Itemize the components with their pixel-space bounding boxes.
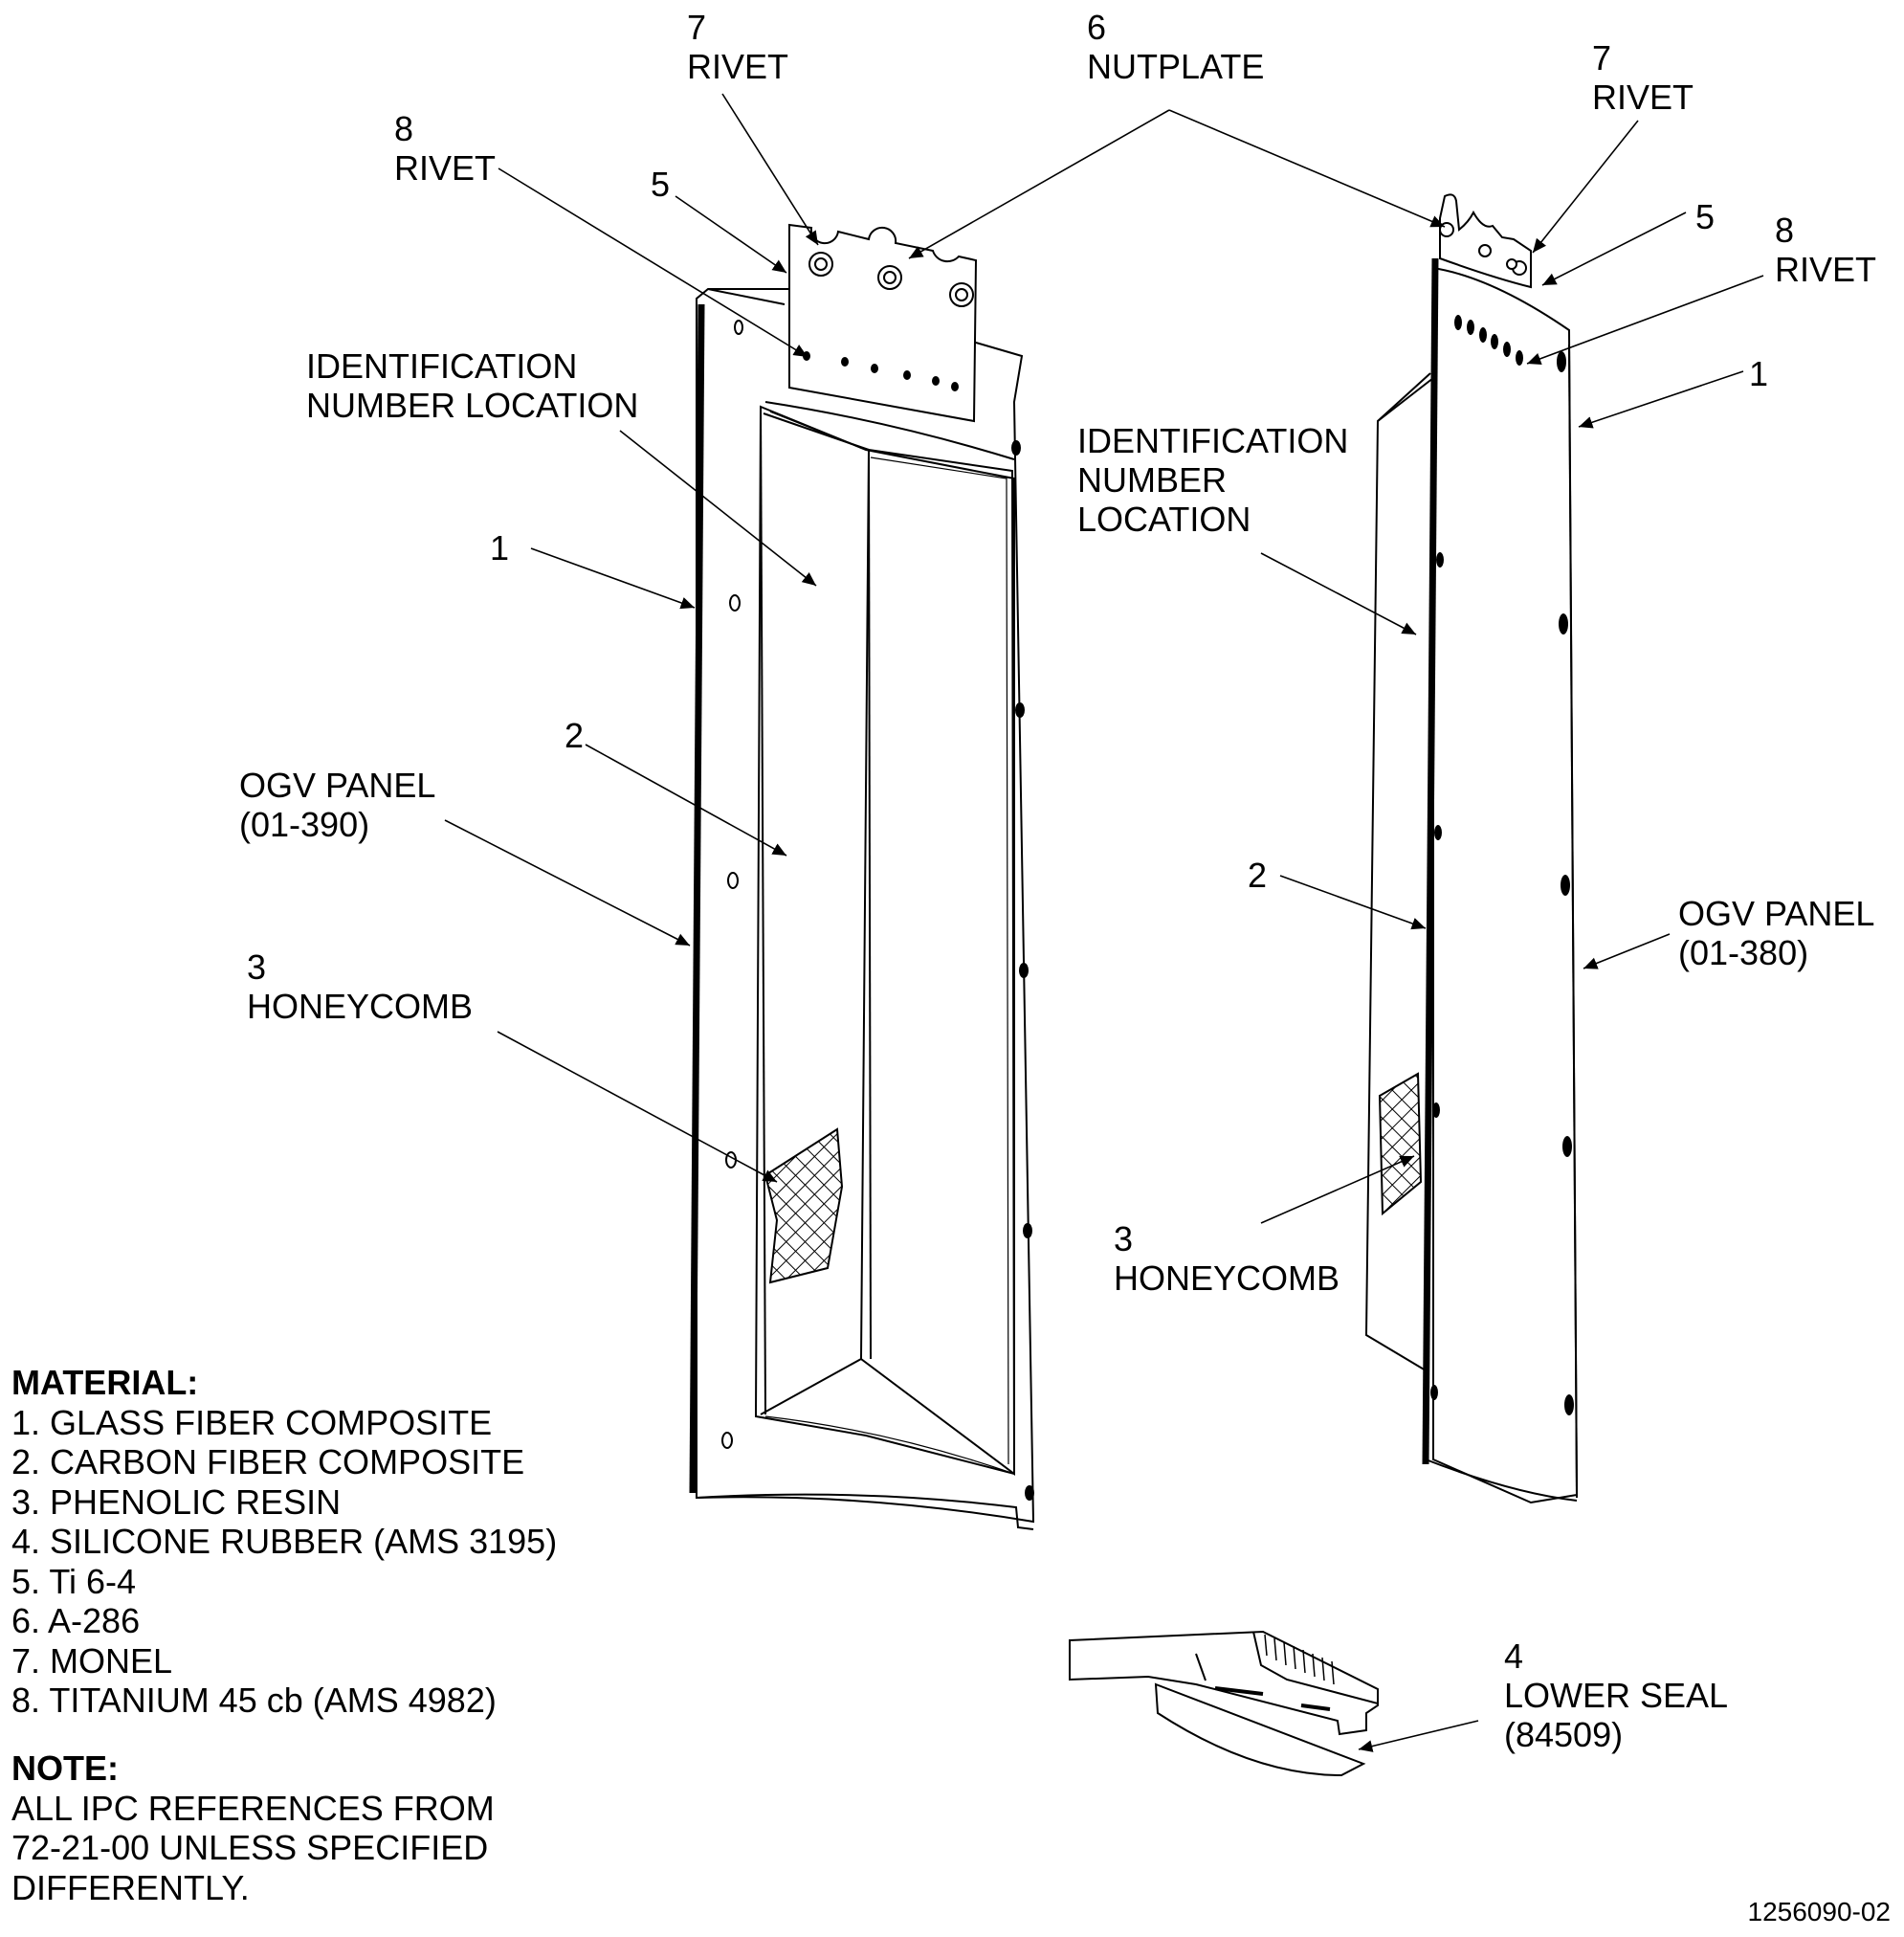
material-heading: MATERIAL: (11, 1363, 199, 1402)
label-lower-seal: 4 LOWER SEAL (84509) (1504, 1636, 1729, 1754)
label-ogv-panel-right: OGV PANEL (01-380) (1678, 894, 1875, 972)
right-bracket (1439, 193, 1532, 289)
label-item-2-left: 2 (565, 716, 585, 755)
note-block: NOTE: ALL IPC REFERENCES FROM 72-21-00 U… (11, 1748, 495, 1907)
label-item-1-left: 1 (490, 528, 510, 568)
leader-lines (444, 93, 1764, 1752)
note-line: 72-21-00 UNLESS SPECIFIED (11, 1828, 489, 1867)
label-item-2-right: 2 (1248, 856, 1268, 895)
label-rivet-8-left: 8 RIVET (394, 109, 497, 188)
material-legend: MATERIAL: 1. GLASS FIBER COMPOSITE 2. CA… (11, 1363, 557, 1721)
figure-number: 1256090-02 (1747, 1897, 1891, 1926)
material-item: 3. PHENOLIC RESIN (11, 1481, 342, 1522)
label-item-1-right: 1 (1749, 354, 1769, 393)
note-heading: NOTE: (11, 1748, 119, 1788)
material-item: 4. SILICONE RUBBER (AMS 3195) (11, 1522, 558, 1561)
label-rivet-7-left: 7 RIVET (687, 8, 789, 86)
material-list: 1. GLASS FIBER COMPOSITE 2. CARBON FIBER… (11, 1403, 557, 1721)
left-ogv-panel (689, 288, 1035, 1530)
label-honeycomb-right: 3 HONEYCOMB (1114, 1219, 1340, 1298)
label-item-5-right: 5 (1695, 197, 1716, 236)
label-honeycomb-left: 3 HONEYCOMB (247, 947, 474, 1026)
lower-seal (1069, 1630, 1379, 1777)
note-line: ALL IPC REFERENCES FROM (11, 1788, 495, 1828)
material-item: 8. TITANIUM 45 cb (AMS 4982) (11, 1681, 497, 1720)
label-id-location-left: IDENTIFICATION NUMBER LOCATION (306, 346, 639, 425)
label-item-5-left: 5 (651, 165, 671, 204)
label-id-location-right: IDENTIFICATION NUMBER LOCATION (1077, 421, 1349, 539)
right-ogv-panel (1364, 257, 1579, 1504)
material-item: 7. MONEL (11, 1640, 173, 1681)
material-item: 5. Ti 6-4 (11, 1561, 137, 1601)
note-line: DIFFERENTLY. (11, 1867, 250, 1907)
material-item: 2. CARBON FIBER COMPOSITE (11, 1442, 525, 1481)
label-rivet-8-right: 8 RIVET (1775, 211, 1877, 289)
material-item: 6. A-286 (11, 1601, 141, 1640)
material-item: 1. GLASS FIBER COMPOSITE (11, 1402, 493, 1442)
label-ogv-panel-left: OGV PANEL (01-390) (239, 766, 436, 844)
label-nutplate-6: 6 NUTPLATE (1087, 8, 1265, 86)
label-rivet-7-right: 7 RIVET (1592, 38, 1694, 117)
